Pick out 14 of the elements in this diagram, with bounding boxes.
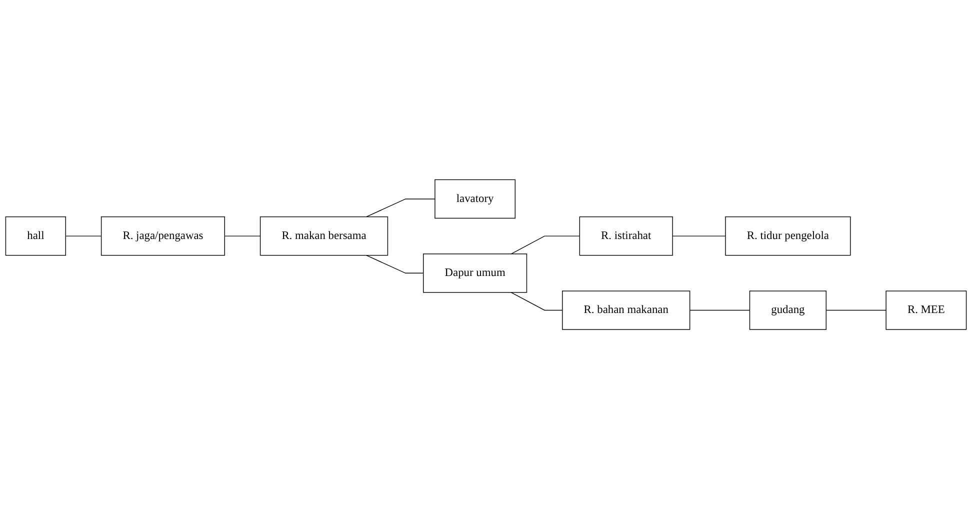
node-box: gudang (749, 290, 826, 330)
node-box: R. makan bersama (260, 216, 388, 256)
node-box: Dapur umum (423, 253, 528, 293)
node-box: R. MEE (886, 290, 967, 330)
connector (366, 254, 424, 274)
node-box: R. istirahat (579, 216, 673, 256)
connector (510, 236, 580, 254)
node-box: R. jaga/pengawas (100, 216, 225, 256)
connector (510, 292, 563, 310)
node-box: R. bahan makanan (562, 290, 690, 330)
node-box: hall (5, 216, 66, 256)
node-box: R. tidur pengelola (725, 216, 851, 256)
connector (366, 198, 436, 218)
node-box: lavatory (434, 179, 516, 218)
